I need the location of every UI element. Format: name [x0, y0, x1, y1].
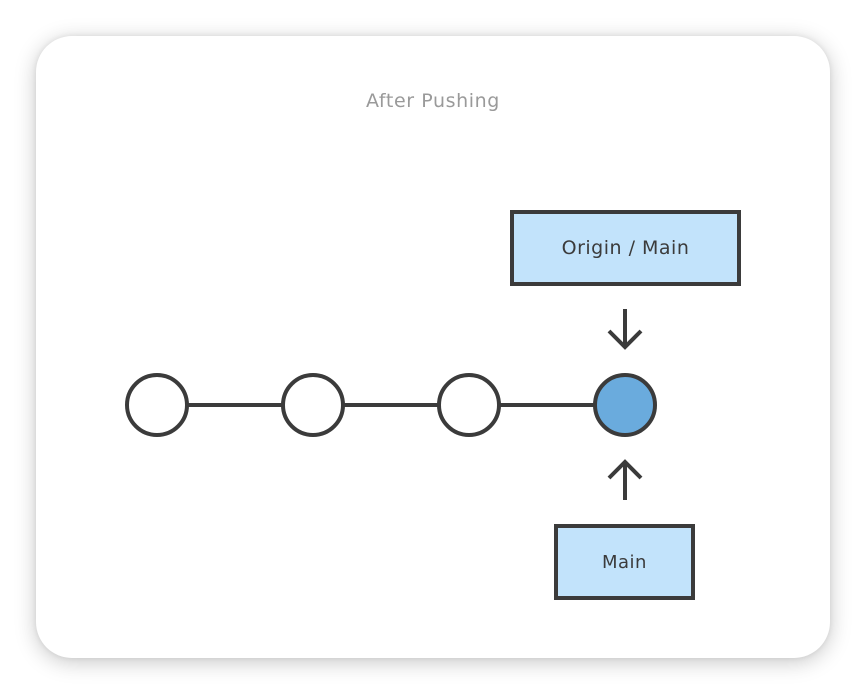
commit-node-1 [125, 373, 189, 437]
diagram-title: After Pushing [366, 90, 500, 112]
commit-node-2 [281, 373, 345, 437]
arrow-up-icon [607, 459, 643, 500]
main-branch-label: Main [554, 524, 695, 600]
commit-node-head [593, 373, 657, 437]
origin-main-label: Origin / Main [510, 210, 741, 286]
commit-node-3 [437, 373, 501, 437]
diagram-card [36, 36, 830, 658]
arrow-down-icon [607, 309, 643, 350]
